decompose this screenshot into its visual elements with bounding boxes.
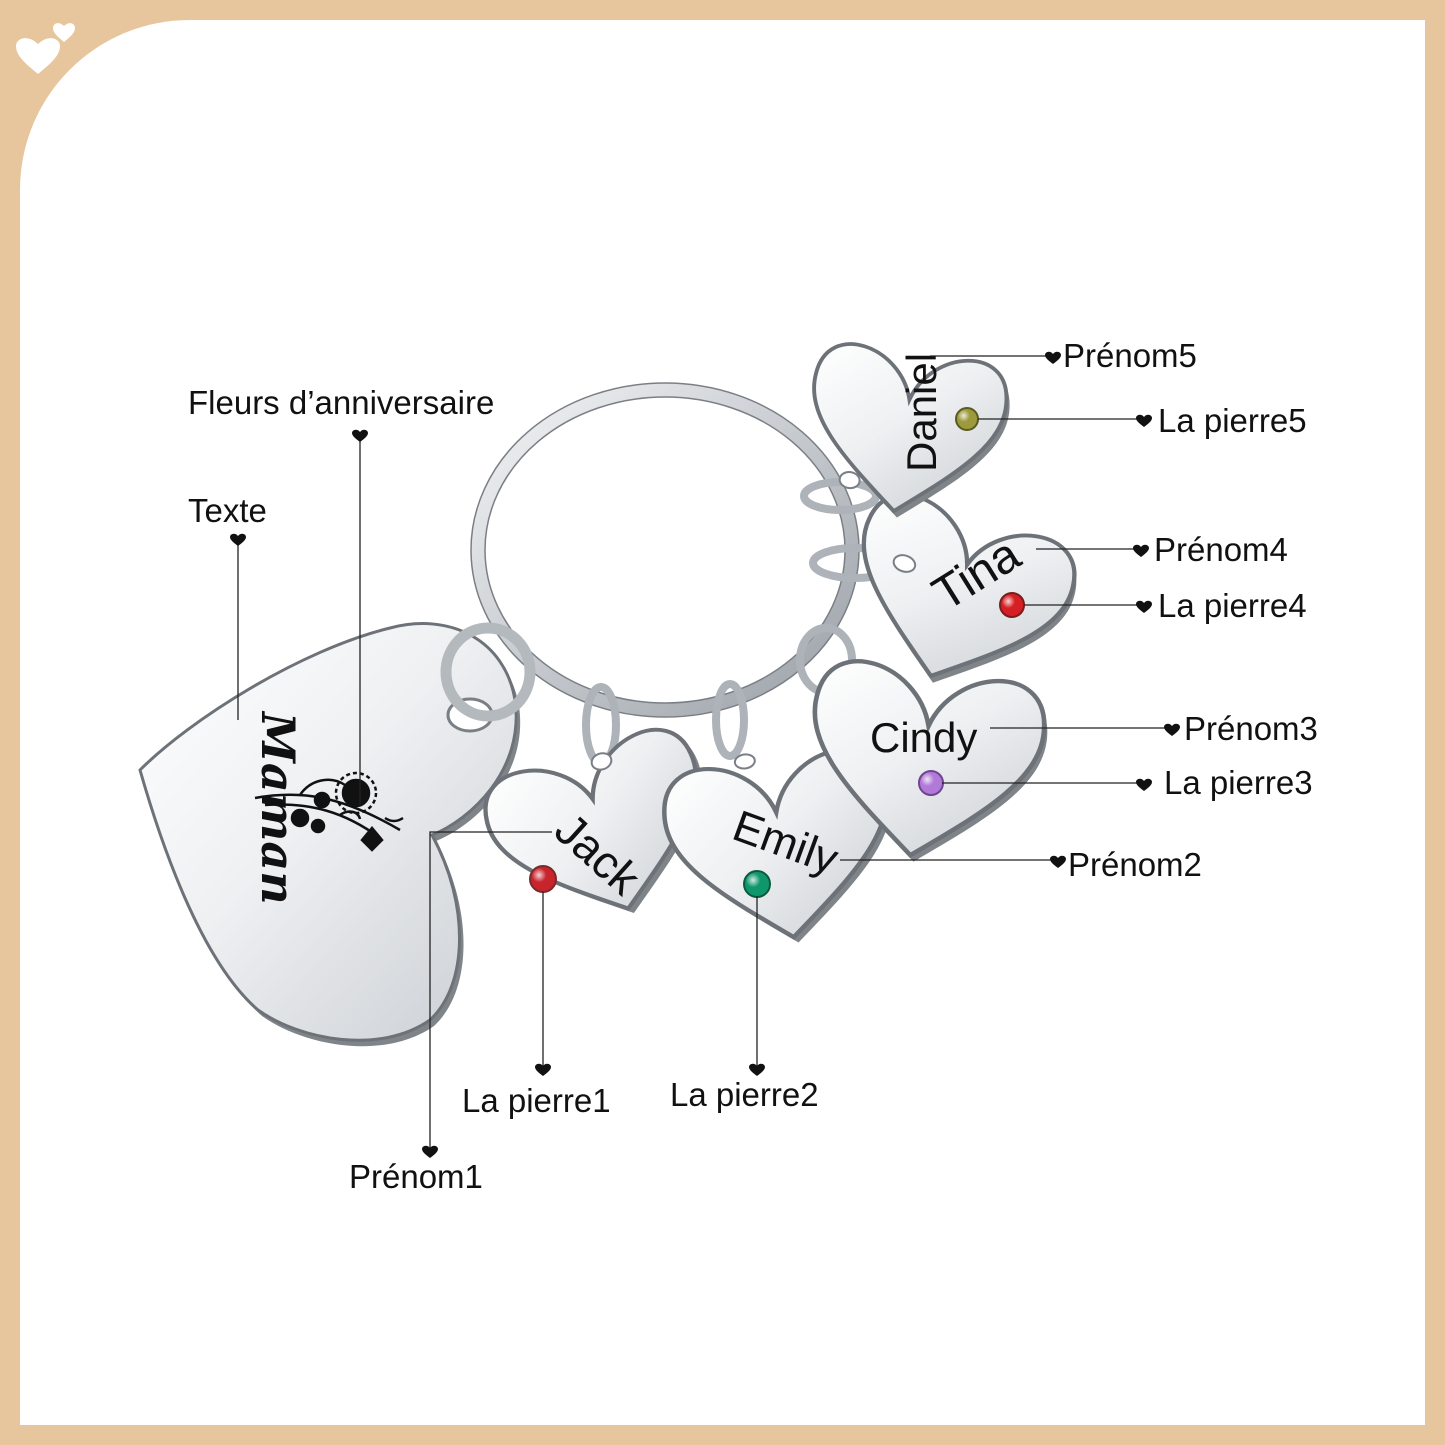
two-hearts-icon <box>16 23 75 74</box>
leader-lines <box>237 355 1170 1148</box>
label-name2: Prénom2 <box>1068 846 1202 883</box>
main-heart-pendant: Maman <box>138 622 536 1047</box>
charm-emily: Emily <box>657 680 909 959</box>
label-stone2: La pierre2 <box>670 1076 819 1113</box>
charm-name-daniel: Daniel <box>898 353 945 472</box>
label-name1: Prénom1 <box>349 1158 483 1195</box>
label-name3: Prénom3 <box>1184 710 1318 747</box>
label-birth-flowers: Fleurs d’anniversaire <box>188 384 494 421</box>
content-panel <box>20 20 1425 1425</box>
label-stone3: La pierre3 <box>1164 764 1313 801</box>
main-pendant-text: Maman <box>251 710 305 905</box>
charm-tina: Tina <box>809 485 1089 717</box>
birth-flower-bouquet-icon <box>254 771 404 852</box>
label-name4: Prénom4 <box>1154 531 1288 568</box>
charm-cindy: Cindy <box>796 624 1054 878</box>
label-stone4: La pierre4 <box>1158 587 1307 624</box>
heart-marker-icons <box>230 351 1180 1158</box>
label-stone1: La pierre1 <box>462 1082 611 1119</box>
charm-daniel: Daniel <box>796 337 1015 531</box>
label-text: Texte <box>188 492 267 529</box>
label-stone5: La pierre5 <box>1158 402 1307 439</box>
label-name5: Prénom5 <box>1063 337 1197 374</box>
charm-name-cindy: Cindy <box>870 714 977 761</box>
